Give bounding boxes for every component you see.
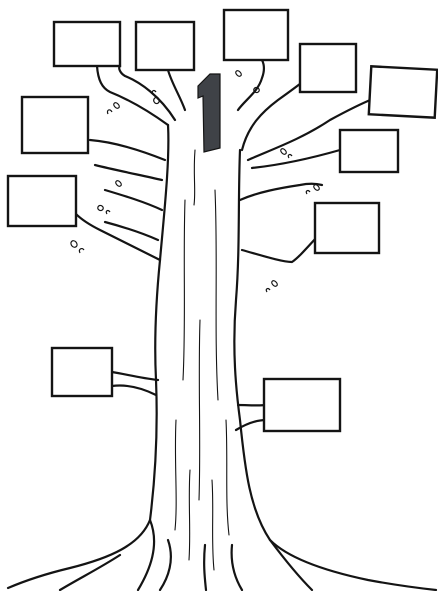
name-box-lower-left[interactable] [52, 348, 112, 396]
name-box-top-center-left[interactable] [136, 22, 194, 70]
name-box-left-middle[interactable] [8, 176, 76, 226]
name-box-lower-right[interactable] [264, 379, 340, 431]
name-box-far-right[interactable] [369, 66, 437, 117]
bark-texture [175, 150, 229, 570]
name-box-right-middle[interactable] [315, 203, 379, 253]
name-box-top-center-right[interactable] [224, 10, 288, 60]
trunk-number-1: 1 [198, 74, 220, 152]
leaf-sprigs [71, 71, 380, 292]
name-box-upper-left[interactable] [22, 97, 88, 153]
name-box-right-middle-upper[interactable] [340, 130, 398, 172]
name-box-upper-right[interactable] [300, 44, 356, 92]
trunk-number-shape [198, 74, 220, 152]
name-box-top-left[interactable] [54, 22, 120, 66]
name-boxes [8, 10, 437, 431]
